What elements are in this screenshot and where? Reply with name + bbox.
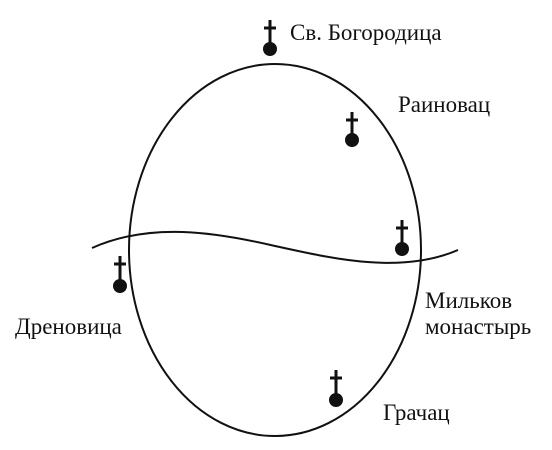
church-cross-icon <box>113 256 127 293</box>
label-milkov-line2: монастырь <box>425 314 532 339</box>
oval <box>128 63 422 437</box>
church-cross-icon <box>395 220 409 256</box>
label-milkov: Мильков монастырь <box>425 288 531 340</box>
label-grachats: Грачац <box>383 400 450 425</box>
church-cross-icon <box>263 20 277 56</box>
label-sv-bogoroditsa: Св. Богородица <box>290 20 442 45</box>
label-rainovats: Раиновац <box>398 92 491 117</box>
label-drenovitsa: Дреновица <box>15 314 122 339</box>
label-milkov-line1: Мильков <box>425 288 513 313</box>
church-cross-icon <box>329 370 343 407</box>
wavy-line <box>91 230 459 264</box>
church-cross-icon <box>345 112 359 147</box>
